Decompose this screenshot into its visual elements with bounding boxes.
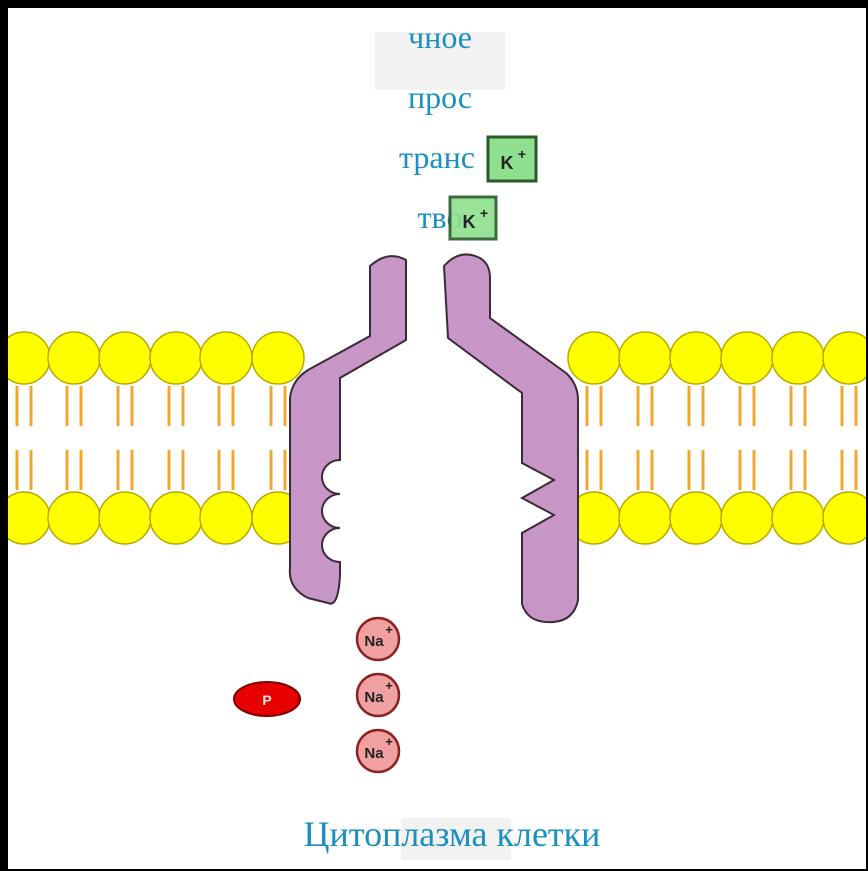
sodium-charge: +: [385, 622, 393, 637]
lipid-head: [772, 492, 824, 544]
lipid-head: [99, 492, 151, 544]
sodium-symbol: Na: [364, 689, 384, 706]
potassium-ion: K +: [450, 197, 496, 239]
diagram-frame: чное прос транс тво K + K + Na + Na + Na…: [8, 8, 866, 869]
lipid-tails-upper: [17, 386, 856, 426]
lipid-head: [670, 492, 722, 544]
pump-protein-right: [444, 254, 578, 622]
lipid-head: [619, 492, 671, 544]
lipid-head: [48, 332, 100, 384]
potassium-charge: +: [518, 146, 526, 162]
lipid-heads-lower: [8, 492, 866, 544]
sodium-symbol: Na: [364, 745, 384, 762]
potassium-symbol: K: [463, 212, 476, 232]
top-label-line-1: чное: [408, 19, 472, 55]
sodium-potassium-pump-diagram: чное прос транс тво K + K + Na + Na + Na…: [8, 8, 866, 869]
lipid-head: [721, 332, 773, 384]
lipid-head: [252, 332, 304, 384]
phosphate-symbol: P: [262, 692, 271, 708]
top-label-line-2: прос: [408, 79, 472, 115]
lipid-head: [772, 332, 824, 384]
lipid-head: [619, 332, 671, 384]
lipid-head: [823, 332, 866, 384]
lipid-heads-upper: [8, 332, 866, 384]
sodium-charge: +: [385, 734, 393, 749]
lipid-tails-lower: [17, 450, 856, 490]
sodium-ion: Na +: [357, 618, 399, 660]
lipid-head: [200, 492, 252, 544]
sodium-ion: Na +: [357, 730, 399, 772]
lipid-head: [48, 492, 100, 544]
lipid-head: [8, 332, 50, 384]
potassium-symbol: K: [501, 153, 514, 173]
sodium-charge: +: [385, 678, 393, 693]
lipid-head: [823, 492, 866, 544]
lipid-head: [568, 332, 620, 384]
lipid-head: [150, 492, 202, 544]
potassium-ion: K +: [488, 137, 536, 181]
lipid-head: [670, 332, 722, 384]
lipid-head: [150, 332, 202, 384]
lipid-head: [721, 492, 773, 544]
phosphate-group: P: [234, 682, 300, 716]
lipid-head: [8, 492, 50, 544]
pump-protein-left: [290, 256, 406, 604]
lipid-head: [200, 332, 252, 384]
potassium-charge: +: [480, 205, 488, 221]
cytoplasm-label: Цитоплазма клетки: [304, 814, 601, 854]
lipid-head: [99, 332, 151, 384]
sodium-symbol: Na: [364, 633, 384, 650]
top-label-line-3: транс: [399, 139, 475, 175]
sodium-ion: Na +: [357, 674, 399, 716]
